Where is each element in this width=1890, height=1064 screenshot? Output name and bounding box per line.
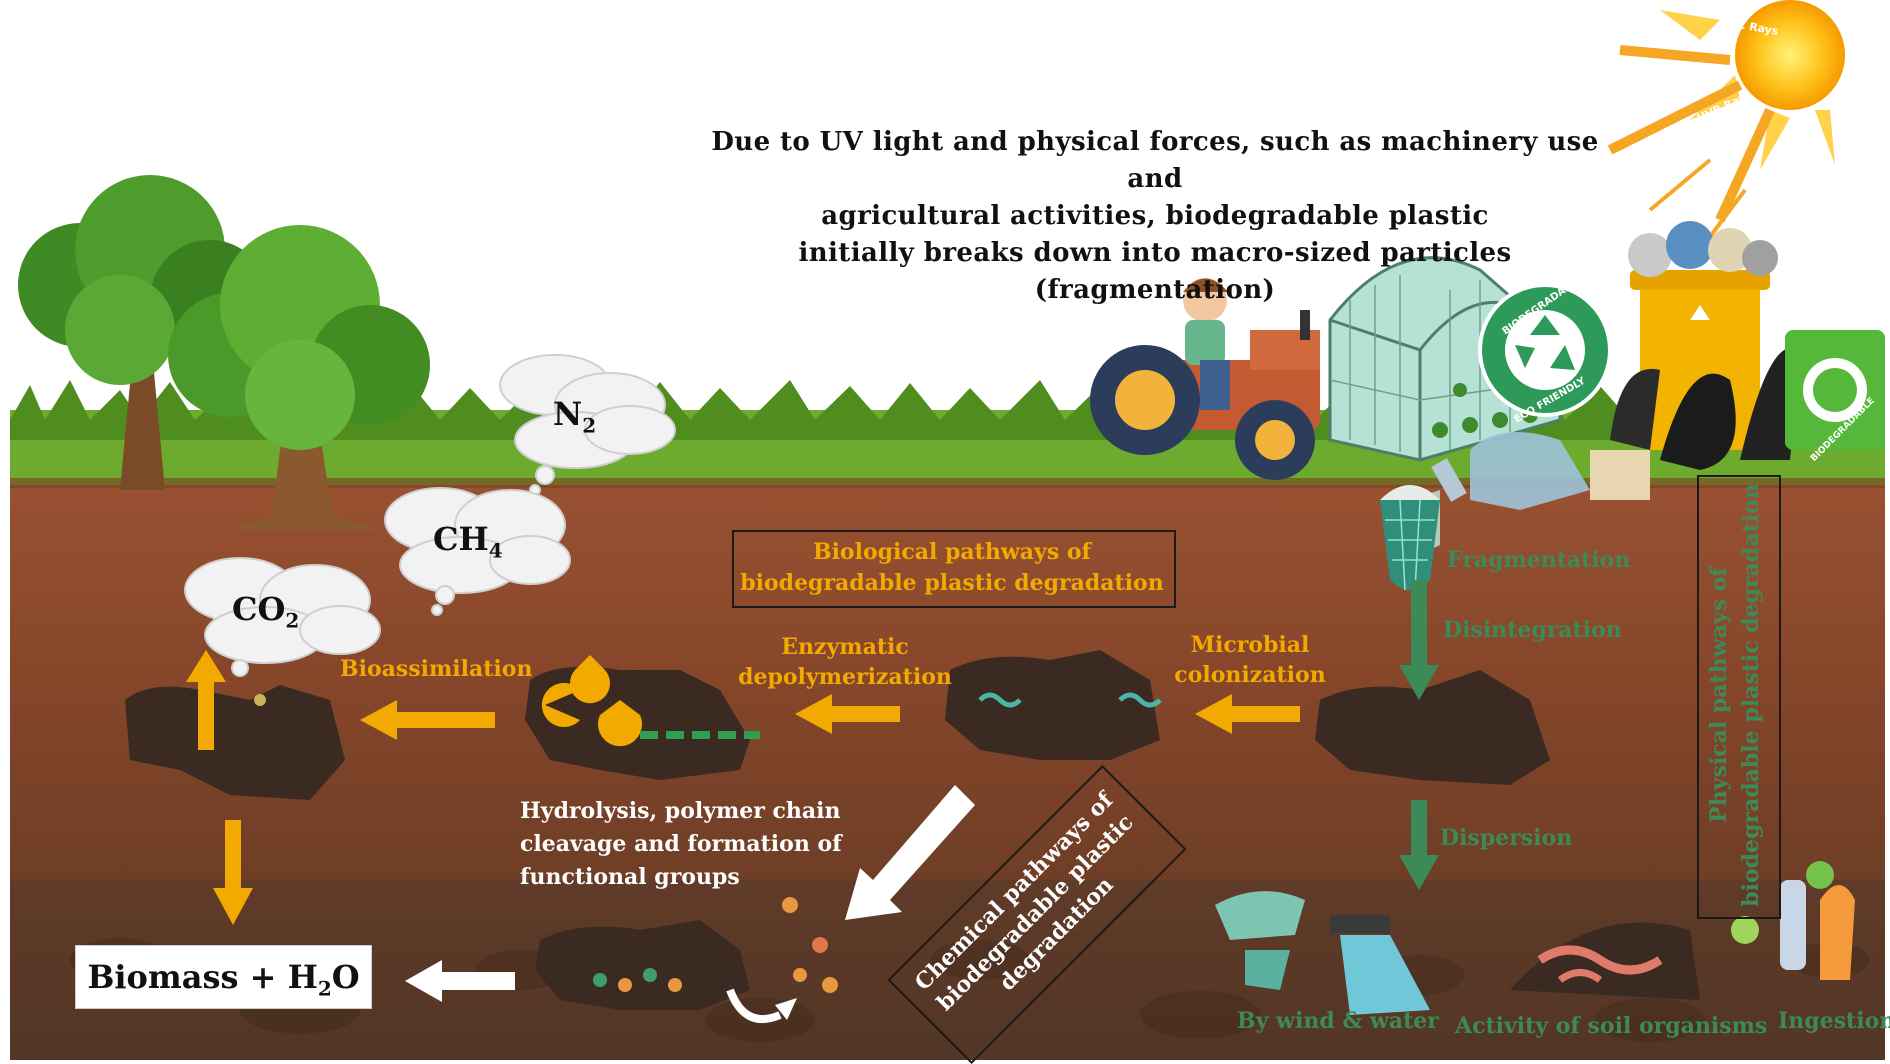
- green-bin-icon: [1785, 330, 1885, 450]
- biological-title-line-2: biodegradable plastic degradation: [740, 570, 1164, 596]
- microbial-line-2: colonization: [1174, 662, 1326, 688]
- co2-label: CO2: [232, 590, 299, 632]
- arrow-dispersion: [1399, 800, 1439, 890]
- disintegration-label: Disintegration: [1443, 617, 1622, 643]
- fragment-net-icon: [1380, 485, 1440, 591]
- arrow-chemical-diagonal: [845, 785, 975, 920]
- intro-line-2: agricultural activities, biodegradable p…: [821, 201, 1489, 231]
- sun-icon: [1607, 0, 1845, 252]
- ch4-sub: 4: [488, 538, 503, 563]
- physical-line-1: Physical pathways of: [1706, 567, 1732, 823]
- arrow-disintegration: [1399, 580, 1439, 700]
- soil-chunk-biomass: [125, 685, 345, 800]
- enzyme-pacman-icon: [541, 655, 760, 747]
- biomass-text: Biomass + H: [87, 958, 318, 996]
- wind-water-label: By wind & water: [1237, 1008, 1439, 1034]
- wind-water-icon: [1215, 891, 1430, 1015]
- arrow-down-biomass: [213, 820, 253, 925]
- biomass-box: Biomass + H2O: [75, 945, 372, 1009]
- tractor-icon: [1090, 278, 1320, 480]
- biomass-sub: 2: [317, 976, 332, 1001]
- physical-pathways-text: Physical pathways of biodegradable plast…: [1697, 475, 1777, 915]
- soil-chunk-microbial: [945, 650, 1162, 760]
- intro-heading: Due to UV light and physical forces, suc…: [700, 124, 1610, 309]
- hydrolysis-line-3: functional groups: [520, 864, 740, 890]
- soil-chunk-chemical: [535, 920, 750, 1010]
- n2-text: N: [553, 395, 583, 433]
- biomass-tail: O: [331, 958, 360, 996]
- tree-right-icon: [168, 225, 430, 530]
- cloud-n2: [499, 354, 676, 496]
- biodegradable-badge-icon: [1478, 283, 1612, 417]
- cloud-ch4: [384, 487, 571, 616]
- physical-pathways-box: [1697, 475, 1781, 919]
- fragmentation-label: Fragmentation: [1447, 547, 1631, 573]
- co2-text: CO: [232, 590, 286, 628]
- ingestion-icon: [1731, 861, 1855, 980]
- microbial-line-1: Microbial: [1190, 632, 1310, 658]
- biological-title-line-1: Biological pathways of: [812, 539, 1092, 565]
- dispersion-label: Dispersion: [1440, 825, 1573, 851]
- co2-sub: 2: [285, 608, 300, 633]
- waste-bin-icon: [1610, 221, 1800, 470]
- physical-line-2: biodegradable plastic degradation: [1738, 483, 1764, 907]
- n2-label: N2: [553, 395, 596, 437]
- arrow-enzymatic: [795, 694, 900, 734]
- ch4-text: CH: [433, 520, 489, 558]
- soil-organisms-label: Activity of soil organisms: [1455, 1013, 1768, 1039]
- arrow-up-co2: [186, 650, 226, 750]
- hydrolysis-line-2: cleavage and formation of: [520, 831, 842, 857]
- arrow-to-biomass: [405, 960, 515, 1002]
- ingestion-label: Ingestion: [1778, 1008, 1890, 1034]
- bioassimilation-label: Bioassimilation: [340, 656, 533, 682]
- n2-sub: 2: [582, 413, 597, 438]
- enzymatic-depolymerization-label: Enzymatic depolymerization: [735, 632, 955, 692]
- arrow-microbial: [1195, 694, 1300, 734]
- cloud-co2: [184, 557, 381, 677]
- enzymatic-line-2: depolymerization: [738, 664, 952, 690]
- hydrolysis-line-1: Hydrolysis, polymer chain: [520, 798, 841, 824]
- intro-line-3: initially breaks down into macro-sized p…: [798, 238, 1512, 305]
- intro-line-1: Due to UV light and physical forces, suc…: [711, 127, 1599, 194]
- soil-chunk-physical: [1315, 670, 1550, 785]
- ch4-label: CH4: [433, 520, 503, 562]
- soil-organisms-icon: [1510, 922, 1700, 1000]
- biological-pathways-title: Biological pathways of biodegradable pla…: [732, 537, 1172, 599]
- hydrolysis-text: Hydrolysis, polymer chain cleavage and f…: [520, 795, 842, 894]
- arrow-bioassimilation: [360, 700, 495, 740]
- microbial-colonization-label: Microbial colonization: [1170, 630, 1330, 690]
- biological-pathways-box: [732, 530, 1176, 608]
- enzymatic-line-1: Enzymatic: [781, 634, 909, 660]
- chemical-particles-icon: [593, 897, 838, 1023]
